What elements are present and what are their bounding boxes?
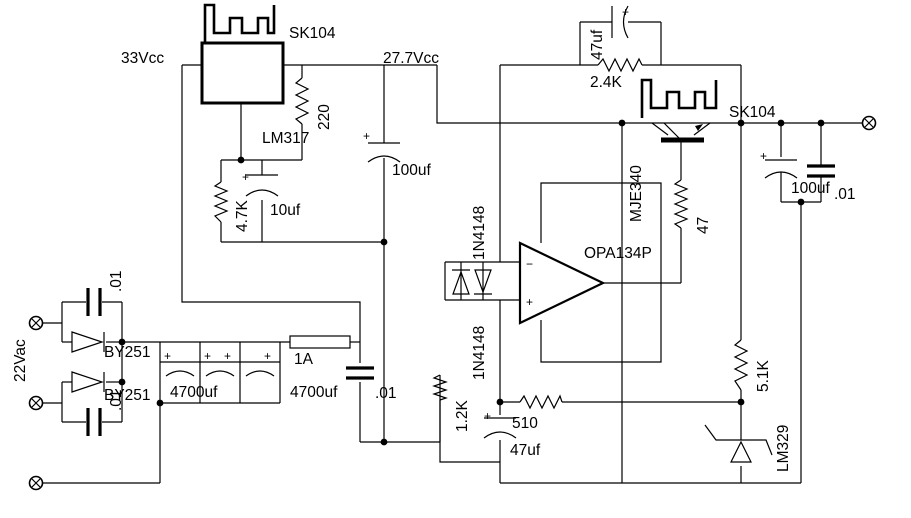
label-r47k: 4.7K bbox=[234, 199, 251, 232]
opamp-opa134p bbox=[518, 241, 606, 325]
label-1n4148-b: 1N4148 bbox=[471, 326, 488, 380]
svg-text:+: + bbox=[484, 409, 491, 423]
label-277vcc: 27.7Vcc bbox=[383, 50, 439, 67]
label-r220: 220 bbox=[316, 104, 333, 130]
label-r510: 510 bbox=[512, 415, 538, 432]
label-r51k: 5.1K bbox=[755, 359, 772, 392]
label-c4700-a: 4700uf bbox=[170, 384, 218, 401]
label-c47uf-top: 47uf bbox=[589, 29, 606, 60]
resistor-1-2k bbox=[432, 374, 448, 401]
resistors bbox=[213, 57, 749, 410]
polarity-marks: + + + + + + + + + + − bbox=[164, 5, 767, 423]
resistor-4-7k bbox=[213, 181, 229, 223]
svg-text:+: + bbox=[164, 349, 171, 363]
svg-text:+: + bbox=[224, 349, 231, 363]
ac-terminal-3 bbox=[28, 475, 44, 491]
resistor-510 bbox=[519, 394, 563, 410]
label-c100uf-rail: 100uf bbox=[392, 162, 431, 179]
label-sk104-out: SK104 bbox=[729, 104, 776, 121]
svg-text:+: + bbox=[363, 129, 370, 143]
label-sk104-reg: SK104 bbox=[289, 25, 336, 42]
label-r24k: 2.4K bbox=[590, 74, 623, 91]
label-mje340: MJE340 bbox=[628, 165, 645, 222]
svg-text:+: + bbox=[264, 349, 271, 363]
zener-lm329 bbox=[704, 424, 773, 463]
transistor-mje340 bbox=[651, 122, 711, 148]
label-fuse: 1A bbox=[294, 351, 314, 368]
terminals bbox=[28, 115, 877, 491]
diode-by251-top bbox=[71, 331, 104, 353]
label-by251-bottom: BY251 bbox=[104, 387, 151, 404]
diode-by251-bottom bbox=[71, 371, 104, 393]
label-r12k: 1.2K bbox=[454, 399, 471, 432]
labels: 33Vcc 27.7Vcc SK104 LM317 220 4.7K 10uf … bbox=[12, 25, 856, 472]
output-terminal bbox=[861, 115, 877, 131]
label-c100uf-out: 100uf bbox=[791, 180, 830, 197]
label-lm329: LM329 bbox=[775, 425, 792, 472]
label-opa134p: OPA134P bbox=[584, 245, 652, 262]
label-c001-bottom: .01 bbox=[108, 389, 125, 411]
resistor-5-1k bbox=[733, 339, 749, 391]
svg-text:+: + bbox=[622, 5, 629, 19]
svg-text:+: + bbox=[204, 349, 211, 363]
svg-text:+: + bbox=[760, 149, 767, 163]
label-c10uf: 10uf bbox=[270, 202, 301, 219]
label-c001-top: .01 bbox=[108, 270, 125, 292]
resistor-47 bbox=[673, 179, 689, 229]
resistor-2-4k bbox=[597, 57, 643, 73]
label-c001-mid: .01 bbox=[375, 385, 397, 402]
svg-text:−: − bbox=[526, 257, 533, 271]
junction-dots bbox=[118, 119, 825, 446]
ac-terminal-1 bbox=[28, 315, 44, 331]
label-r47: 47 bbox=[695, 217, 712, 234]
output-heatsink bbox=[640, 78, 718, 118]
svg-text:+: + bbox=[526, 295, 533, 309]
lm317-regulator bbox=[200, 3, 285, 105]
label-c47uf-bottom: 47uf bbox=[510, 442, 541, 459]
label-22vac: 22Vac bbox=[12, 339, 29, 382]
ac-terminal-2 bbox=[28, 395, 44, 411]
label-33vcc: 33Vcc bbox=[121, 50, 164, 67]
resistor-220 bbox=[294, 77, 310, 125]
svg-text:+: + bbox=[242, 170, 249, 184]
label-c4700-b: 4700uf bbox=[290, 384, 338, 401]
label-lm317: LM317 bbox=[262, 130, 309, 147]
capacitors bbox=[86, 5, 835, 439]
diodes bbox=[71, 262, 492, 393]
label-c001-out: .01 bbox=[834, 186, 856, 203]
label-1n4148-a: 1N4148 bbox=[471, 206, 488, 260]
fuse-1a bbox=[289, 335, 351, 349]
wires bbox=[36, 21, 862, 484]
label-by251-top: BY251 bbox=[104, 344, 151, 361]
